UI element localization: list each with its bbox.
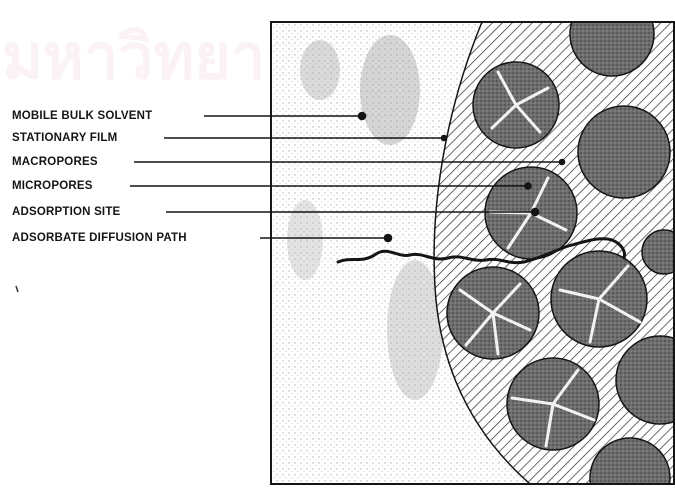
marker-micropores <box>525 183 531 189</box>
label-mobile-bulk-solvent: MOBILE BULK SOLVENT <box>12 109 152 123</box>
particle <box>570 0 654 76</box>
label-micropores: MICROPORES <box>12 179 93 193</box>
particle <box>473 62 559 148</box>
marker-diffusion-path <box>385 235 392 242</box>
label-adsorption-site: ADSORPTION SITE <box>12 205 120 219</box>
marker-adsorption-site <box>532 209 539 216</box>
label-adsorbate-diffusion-path: ADSORBATE DIFFUSION PATH <box>12 231 187 245</box>
label-macropores: MACROPORES <box>12 155 98 169</box>
particle <box>447 267 539 359</box>
marker-mobile-bulk-solvent <box>359 113 366 120</box>
marker-macropores <box>560 160 565 165</box>
marker-stationary-film <box>442 136 447 141</box>
particle <box>551 251 647 347</box>
particle <box>578 106 670 198</box>
label-stationary-film: STATIONARY FILM <box>12 131 117 145</box>
particle <box>507 358 599 450</box>
stray-mark <box>16 286 18 292</box>
